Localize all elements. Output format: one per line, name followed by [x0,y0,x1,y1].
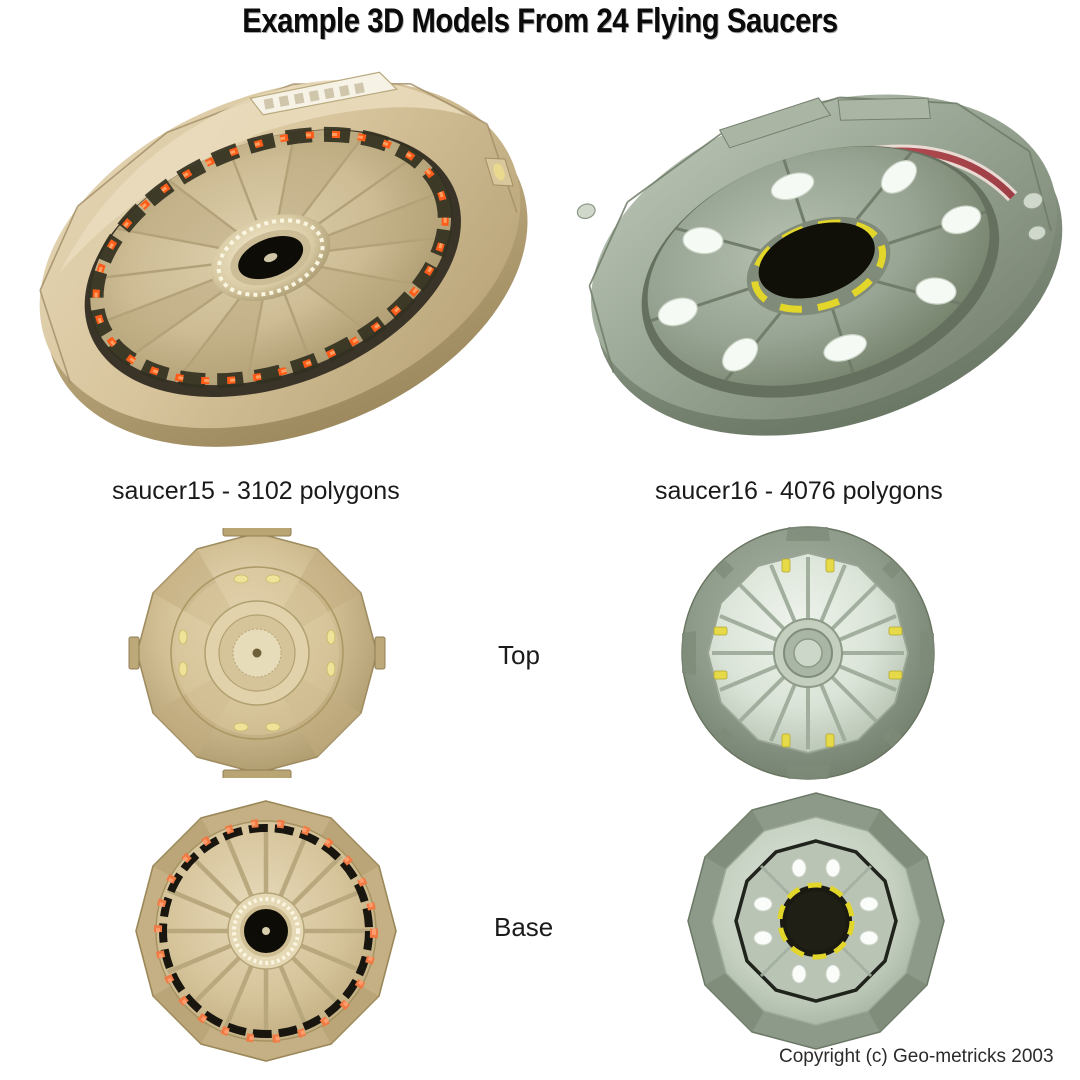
view-label-top: Top [498,640,540,670]
saucer15-body [39,71,528,447]
saucer15-base-hub [227,892,305,970]
saucer15-base-view [130,796,402,1066]
copyright-notice: Copyright (c) Geo-metricks 2003 [779,1046,1054,1067]
saucer16-top-view [672,522,944,784]
saucer16-center-hub [746,216,891,316]
saucer16-base-hub [777,882,855,960]
saucer16-base-view [682,790,950,1058]
saucer16-lamp-pods [657,160,982,372]
saucer16-body [576,94,1063,436]
saucer15-top-view [122,528,392,778]
caption-saucer16: saucer16 - 4076 polygons [655,477,943,505]
view-label-base: Base [494,912,554,942]
saucer16-side-pods [576,191,1047,241]
saucer15-center-hub [211,214,331,302]
page-title: Example 3D Models From 24 Flying Saucers [242,2,838,40]
saucer15-top-lamps [178,574,336,732]
saucer16-hub-ring [751,219,887,313]
saucer15-perspective-view [8,42,553,467]
saucer15-base-channel [159,824,373,1038]
saucer15-light-ring [88,126,453,389]
caption-saucer15: saucer15 - 3102 polygons [112,477,400,505]
saucer16-base-lamps [753,858,879,984]
saucer15-side-pod [484,157,514,187]
saucer16-perspective-view [568,52,1080,467]
saucer16-top-lamps [713,558,903,748]
saucer15-bridge-strip [249,71,398,116]
